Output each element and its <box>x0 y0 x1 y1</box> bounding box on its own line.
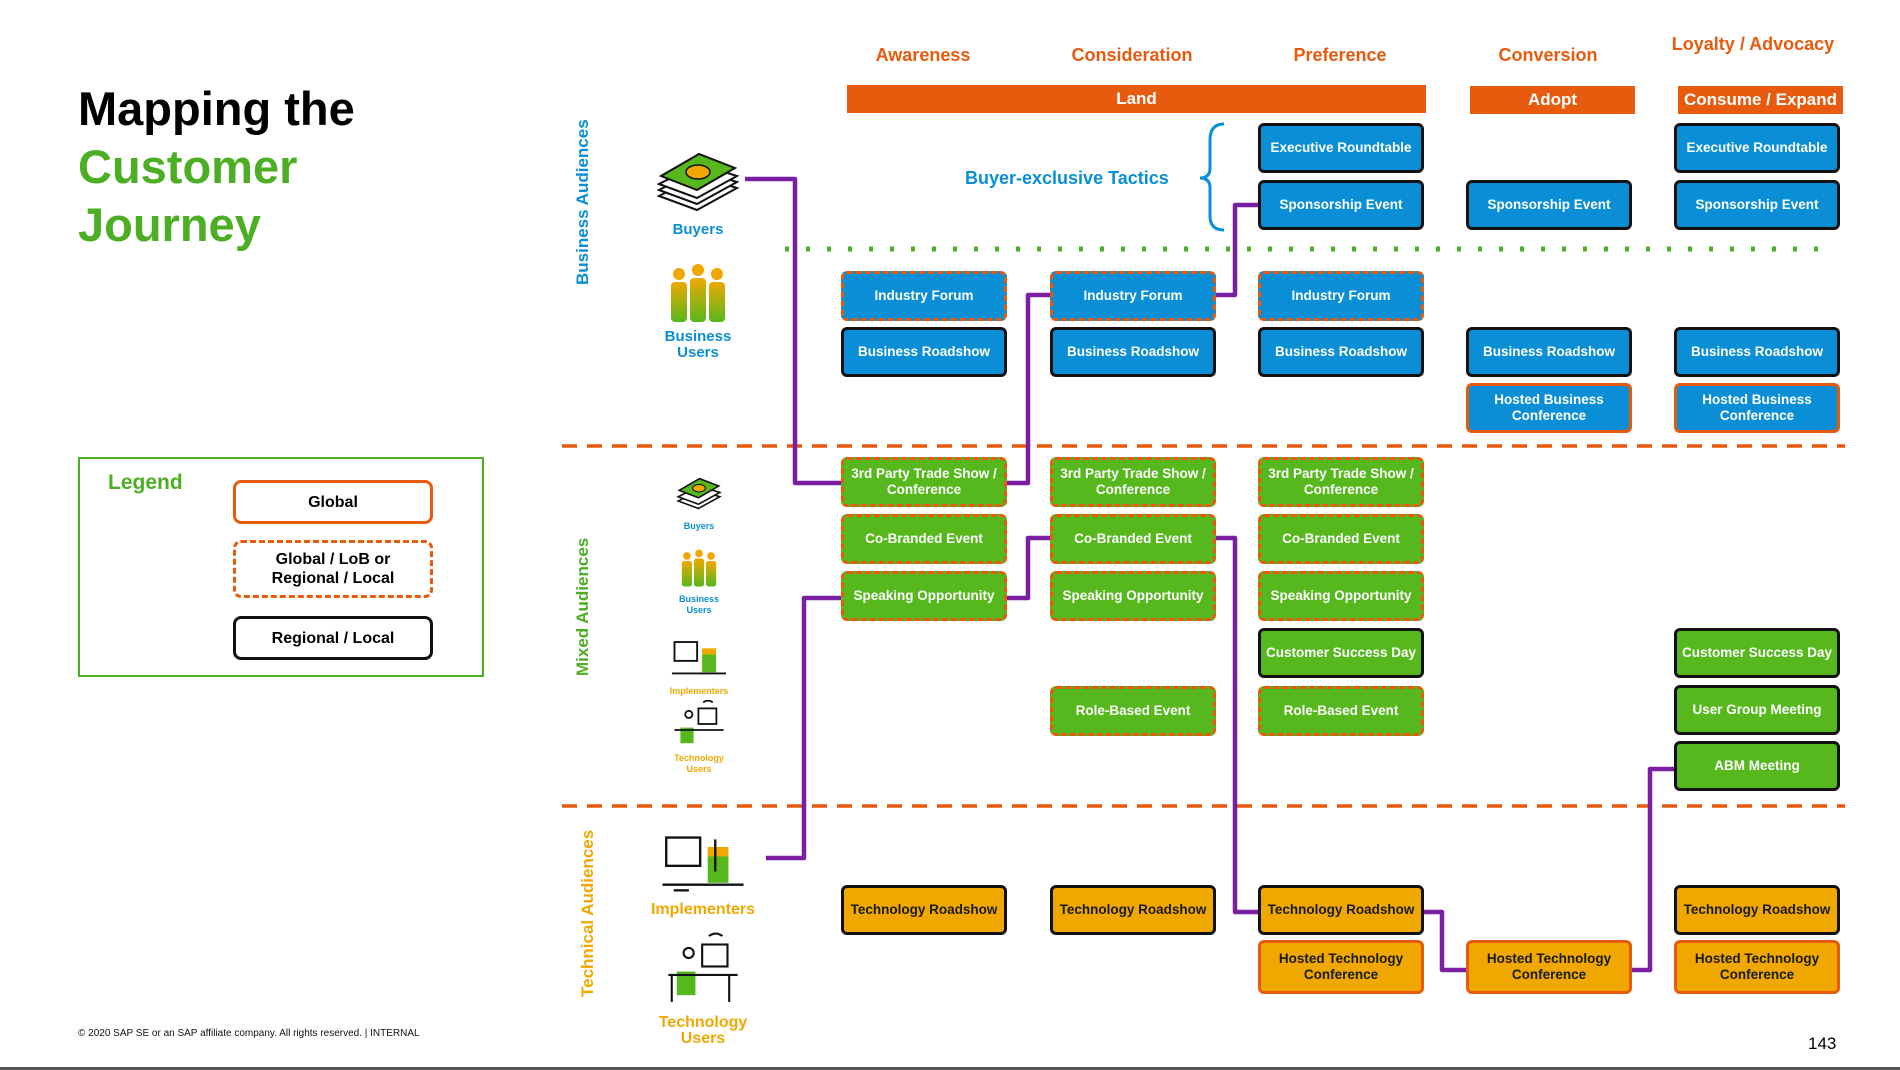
section-technical: Technical Audiences <box>578 829 597 997</box>
implementers-label: Implementers <box>650 901 756 918</box>
persona-technology-users-small: Technology Users <box>664 699 734 775</box>
tactic-industry-forum-consideration: Industry Forum <box>1050 271 1216 321</box>
tactic-tech-roadshow-consideration: Technology Roadshow <box>1050 885 1216 935</box>
tactic-user-group-loyalty: User Group Meeting <box>1674 685 1840 735</box>
buyer-exclusive-label: Buyer-exclusive Tactics <box>965 168 1169 188</box>
phase-adopt: Adopt <box>1470 86 1635 114</box>
tactic-customer-success-loyalty: Customer Success Day <box>1674 628 1840 678</box>
title-line-3: Journey <box>78 198 261 251</box>
tactic-role-based-preference: Role-Based Event <box>1258 686 1424 736</box>
people-icon <box>681 549 717 587</box>
desk-monitor-icon <box>671 641 727 675</box>
tactic-hosted-tech-conference-preference: Hosted Technology Conference <box>1258 940 1424 994</box>
legend: Legend Global Global / LoB or Regional /… <box>78 457 484 677</box>
tactic-business-roadshow-awareness: Business Roadshow <box>841 327 1007 377</box>
tactic-executive-roundtable-preference: Executive Roundtable <box>1258 123 1424 173</box>
stage-consideration: Consideration <box>1071 45 1193 65</box>
desk-user-icon <box>668 932 738 1002</box>
stage-loyalty: Loyalty / Advocacy <box>1671 34 1835 54</box>
stage-awareness: Awareness <box>875 45 971 65</box>
page-number: 143 <box>1808 1034 1837 1053</box>
technology-users-label: Technology Users <box>658 1014 748 1047</box>
section-business: Business Audiences <box>573 119 592 285</box>
business-users-label: Business Users <box>664 328 732 361</box>
tactic-co-branded-preference: Co-Branded Event <box>1258 514 1424 564</box>
persona-technology-users: Technology Users <box>648 928 758 1047</box>
buyers-label: Buyers <box>672 221 724 238</box>
footer-copyright: © 2020 SAP SE or an SAP affiliate compan… <box>78 1028 420 1039</box>
phase-land: Land <box>847 85 1426 113</box>
tactic-hosted-tech-conference-conversion: Hosted Technology Conference <box>1466 940 1632 994</box>
tactic-co-branded-awareness: Co-Branded Event <box>841 514 1007 564</box>
tactic-hosted-business-conference-conversion: Hosted Business Conference <box>1466 383 1632 433</box>
desk-monitor-icon <box>662 836 744 892</box>
section-mixed: Mixed Audiences <box>573 537 592 676</box>
tactic-hosted-business-conference-loyalty: Hosted Business Conference <box>1674 383 1840 433</box>
phase-consume: Consume / Expand <box>1678 86 1843 114</box>
tactic-speaking-awareness: Speaking Opportunity <box>841 571 1007 621</box>
tactic-sponsorship-event-conversion: Sponsorship Event <box>1466 180 1632 230</box>
tactic-tech-roadshow-loyalty: Technology Roadshow <box>1674 885 1840 935</box>
tactic-sponsorship-event-loyalty: Sponsorship Event <box>1674 180 1840 230</box>
path-implementer <box>766 535 1678 973</box>
persona-implementers-small: Implementers <box>664 637 734 696</box>
tactic-tech-roadshow-preference: Technology Roadshow <box>1258 885 1424 935</box>
legend-title: Legend <box>108 471 183 494</box>
tactic-speaking-preference: Speaking Opportunity <box>1258 571 1424 621</box>
tactic-executive-roundtable-loyalty: Executive Roundtable <box>1674 123 1840 173</box>
tactic-trade-show-awareness: 3rd Party Trade Show / Conference <box>841 457 1007 507</box>
desk-user-icon <box>674 699 724 744</box>
people-icon <box>671 264 725 322</box>
title-line-1: Mapping the <box>78 82 355 135</box>
tactic-business-roadshow-preference: Business Roadshow <box>1258 327 1424 377</box>
tactic-co-branded-consideration: Co-Branded Event <box>1050 514 1216 564</box>
persona-buyers-small: Buyers <box>668 470 730 531</box>
tactic-trade-show-preference: 3rd Party Trade Show / Conference <box>1258 457 1424 507</box>
money-stack-icon <box>656 152 740 212</box>
persona-business-users-small: Business Users <box>668 547 730 616</box>
tactic-trade-show-consideration: 3rd Party Trade Show / Conference <box>1050 457 1216 507</box>
tactic-industry-forum-awareness: Industry Forum <box>841 271 1007 321</box>
tactic-business-roadshow-loyalty: Business Roadshow <box>1674 327 1840 377</box>
persona-business-users: Business Users <box>648 262 748 361</box>
tactic-hosted-tech-conference-loyalty: Hosted Technology Conference <box>1674 940 1840 994</box>
tactic-industry-forum-preference: Industry Forum <box>1258 271 1424 321</box>
money-stack-icon <box>676 477 722 510</box>
stage-conversion: Conversion <box>1498 45 1598 65</box>
path-buyer <box>745 176 1262 486</box>
tactic-business-roadshow-consideration: Business Roadshow <box>1050 327 1216 377</box>
tactic-sponsorship-event-preference: Sponsorship Event <box>1258 180 1424 230</box>
tactic-customer-success-preference: Customer Success Day <box>1258 628 1424 678</box>
tactic-abm-loyalty: ABM Meeting <box>1674 741 1840 791</box>
legend-global: Global <box>233 480 433 524</box>
stage-preference: Preference <box>1293 45 1387 65</box>
bottom-rule <box>0 1067 1900 1070</box>
persona-implementers: Implementers <box>648 830 758 919</box>
tactic-role-based-consideration: Role-Based Event <box>1050 686 1216 736</box>
title-line-2: Customer <box>78 140 298 193</box>
tactic-speaking-consideration: Speaking Opportunity <box>1050 571 1216 621</box>
page-title: Mapping the Customer Journey <box>78 80 355 254</box>
persona-buyers: Buyers <box>648 146 748 238</box>
brace <box>1199 122 1225 232</box>
tactic-business-roadshow-conversion: Business Roadshow <box>1466 327 1632 377</box>
legend-regional: Regional / Local <box>233 616 433 660</box>
tactic-tech-roadshow-awareness: Technology Roadshow <box>841 885 1007 935</box>
legend-lob-regional: Global / LoB or Regional / Local <box>233 540 433 598</box>
